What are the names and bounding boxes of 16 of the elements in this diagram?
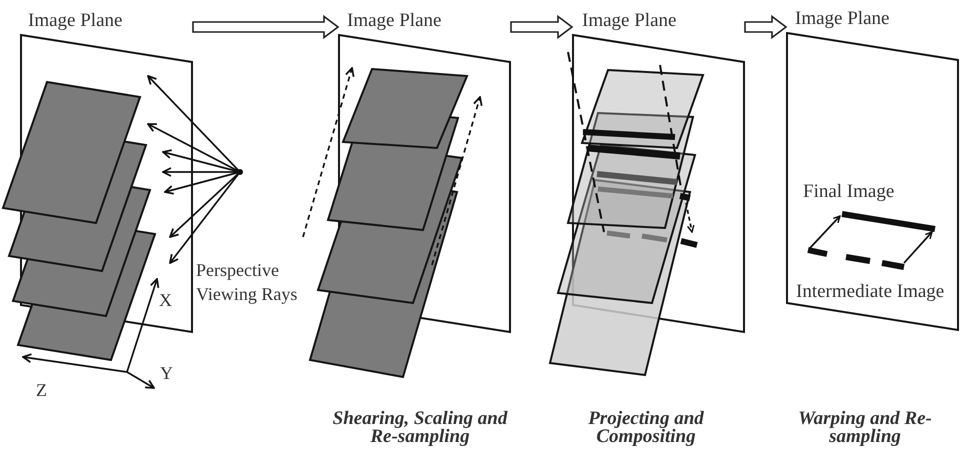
step-caption: Warping and Re-sampling: [797, 410, 933, 446]
axis-label: X: [159, 289, 172, 312]
step-caption: Projecting and Compositing: [587, 410, 705, 446]
plane-heading: Image Plane: [795, 8, 890, 30]
step-caption: Shearing, Scaling and Re-sampling: [332, 410, 508, 446]
plane-heading: Image Plane: [28, 10, 122, 32]
annotation-text: Perspective Viewing Rays: [196, 259, 298, 306]
block-arrow: [192, 14, 340, 40]
plane-heading: Image Plane: [347, 10, 442, 32]
image-label: Intermediate Image: [796, 281, 944, 303]
image-label: Final Image: [803, 181, 894, 203]
block-arrow: [510, 14, 574, 40]
axis-label: Z: [36, 379, 47, 402]
block-arrow: [744, 14, 788, 40]
plane-heading: Image Plane: [582, 10, 676, 32]
axis-label: Y: [160, 362, 173, 385]
